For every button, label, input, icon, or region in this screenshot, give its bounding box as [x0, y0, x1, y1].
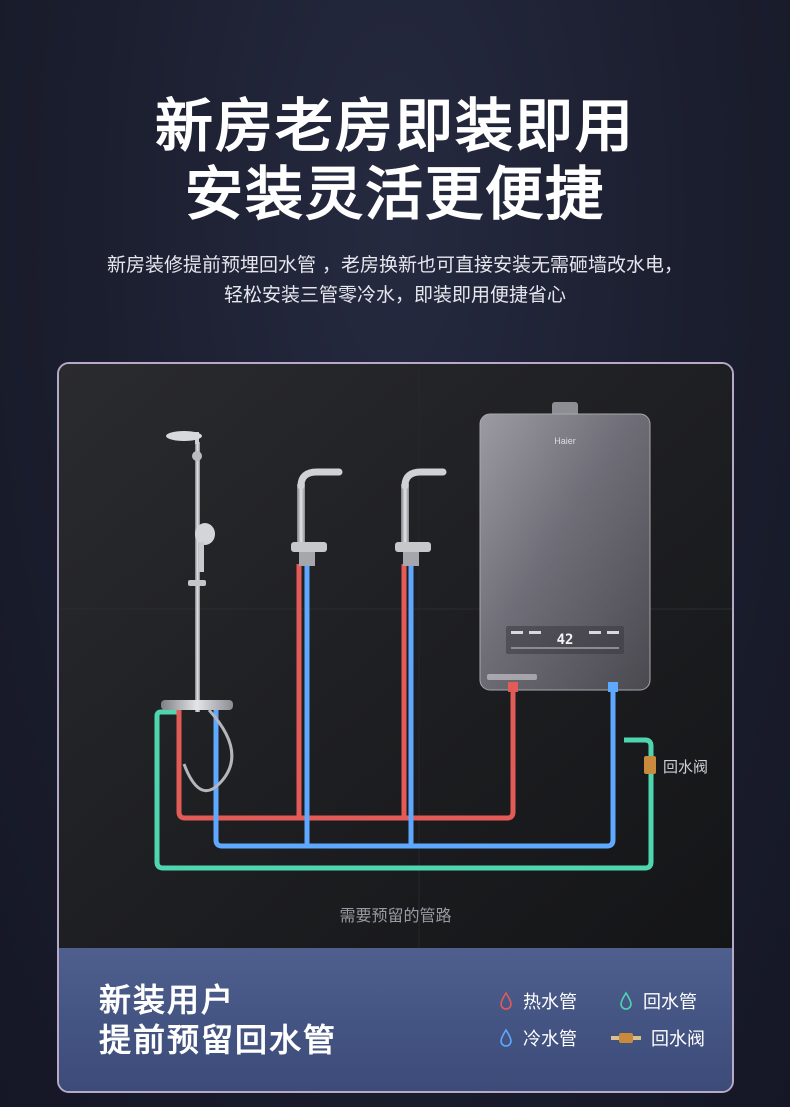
headline: 新房老房即装即用 安装灵活更便捷: [0, 92, 790, 228]
legend-label: 回水阀: [651, 1029, 705, 1050]
legend-return-valve: 回水阀: [611, 1025, 705, 1051]
bottom-title-line1: 新装用户: [99, 981, 236, 1019]
subtitle-line2: 轻松安装三管零冷水，即装即用便捷省心: [223, 284, 566, 306]
legend-label: 回水管: [643, 992, 697, 1013]
shower-system: [161, 431, 234, 793]
legend-return-pipe: 回水管: [619, 988, 697, 1014]
headline-line1: 新房老房即装即用: [154, 92, 635, 160]
faucet-2: [395, 468, 447, 566]
faucet-1: [291, 468, 343, 566]
installation-card: Haier 42 回水阀 需要预留的管路 新装用户 提前预留回水管 热水管 回水…: [57, 362, 734, 1093]
installation-scene: Haier 42: [59, 364, 732, 948]
heater-brand: Haier: [554, 436, 576, 446]
subtitle-line1: 新房装修提前预埋回水管 ，老房换新也可直接安装无需砸墙改水电，: [106, 254, 684, 276]
drop-red-icon: [500, 991, 512, 1010]
drop-green-icon: [620, 991, 632, 1010]
heater-display: 42: [557, 632, 574, 648]
return-pipe: [154, 709, 654, 871]
return-valve-label: 回水阀: [663, 758, 709, 776]
legend-label: 热水管: [523, 992, 577, 1013]
valve-icon: [611, 1033, 641, 1043]
cold-water-pipe: [213, 564, 616, 849]
bottom-title-line2: 提前预留回水管: [99, 1021, 338, 1059]
subtitle: 新房装修提前预埋回水管 ，老房换新也可直接安装无需砸墙改水电， 轻松安装三管零冷…: [0, 250, 790, 310]
scene-caption: 需要预留的管路: [339, 906, 452, 925]
legend-label: 冷水管: [523, 1029, 577, 1050]
legend-hot-water: 热水管: [499, 988, 577, 1014]
legend-cold-water: 冷水管: [499, 1025, 577, 1051]
headline-line2: 安装灵活更便捷: [184, 160, 605, 228]
bottom-title: 新装用户 提前预留回水管: [99, 980, 337, 1060]
water-heater: Haier 42: [479, 402, 651, 692]
return-valve: [644, 756, 656, 774]
drop-blue-icon: [500, 1028, 512, 1047]
bottom-panel: 新装用户 提前预留回水管 热水管 回水管 冷水管 回水阀: [59, 948, 732, 1091]
hot-water-pipe: [176, 564, 516, 821]
